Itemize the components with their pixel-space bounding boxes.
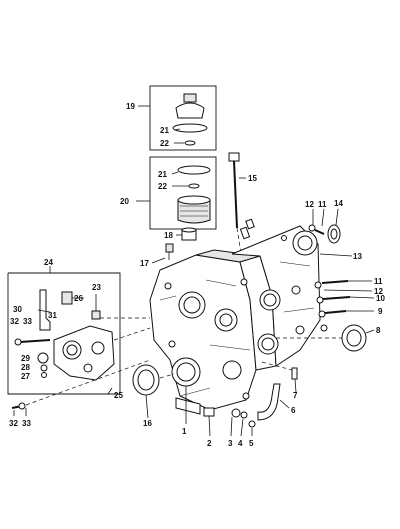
clamp-5 (248, 420, 256, 428)
washer-28 (40, 364, 48, 372)
callout-7: 7 (293, 391, 298, 400)
callout-8: 8 (376, 326, 381, 335)
breather-17 (165, 243, 174, 253)
dowel-pins (239, 218, 255, 240)
callout-9: 9 (378, 307, 383, 316)
callout-1: 1 (182, 427, 187, 436)
callout-24: 24 (44, 258, 53, 267)
callout-33a: 33 (23, 317, 32, 326)
dipstick (228, 152, 246, 261)
callout-20: 20 (120, 197, 129, 206)
sensor-26 (61, 291, 73, 305)
callout-27: 27 (21, 372, 30, 381)
right-fasteners (276, 208, 375, 352)
washer-27 (41, 372, 47, 378)
callout-2: 2 (207, 439, 212, 448)
plug-and-breather (151, 227, 197, 264)
callout-29: 29 (21, 354, 30, 363)
group-box-24 (7, 272, 121, 395)
rear-housing (231, 225, 353, 367)
lower-bolt (11, 359, 151, 416)
callout-25: 25 (114, 391, 123, 400)
filter-small-seal (188, 183, 200, 189)
callout-13: 13 (353, 252, 362, 261)
callout-15: 15 (248, 174, 257, 183)
callout-21b: 21 (158, 170, 167, 179)
callout-22a: 22 (160, 139, 169, 148)
callout-5: 5 (249, 439, 254, 448)
washer-4 (240, 411, 248, 419)
cap-small-seal (184, 140, 196, 146)
callout-23: 23 (92, 283, 101, 292)
plug-2 (203, 407, 215, 417)
callout-10: 10 (376, 294, 385, 303)
nut-29 (37, 352, 49, 364)
callout-28: 28 (21, 363, 30, 372)
callout-16: 16 (143, 419, 152, 428)
callout-26: 26 (74, 294, 83, 303)
dipstick-cap (228, 152, 240, 162)
callout-30: 30 (13, 305, 22, 314)
callout-21a: 21 (160, 126, 169, 135)
pump-group (7, 266, 151, 395)
callout-18: 18 (164, 231, 173, 240)
washer-12 (308, 224, 316, 232)
callout-17: 17 (140, 259, 149, 268)
washer-12b (314, 281, 322, 289)
callout-22b: 22 (158, 182, 167, 191)
bottom-parts (132, 361, 298, 437)
callout-32a: 32 (10, 317, 19, 326)
main-housing (149, 249, 277, 415)
callout-19: 19 (126, 102, 135, 111)
bracket-31 (39, 289, 51, 331)
callout-11b: 11 (374, 277, 383, 286)
filler-cap (175, 102, 205, 119)
callout-4: 4 (238, 439, 243, 448)
callout-6: 6 (291, 406, 296, 415)
cap-o-ring (172, 123, 208, 133)
filter-group (136, 156, 217, 230)
group-box-19 (149, 85, 217, 151)
filler-cap-handle (183, 93, 197, 103)
pin-7 (291, 367, 298, 380)
callout-12a: 12 (305, 200, 314, 209)
callout-31: 31 (48, 311, 57, 320)
filler-cap-group (138, 85, 217, 151)
callout-12b: 12 (374, 287, 383, 296)
bolt-3 (231, 408, 241, 418)
callout-33b: 33 (22, 419, 31, 428)
callout-14: 14 (334, 199, 343, 208)
pump-body (53, 325, 115, 381)
callout-labels: 19 21 22 21 22 20 15 18 17 12 11 14 13 1… (9, 102, 385, 448)
hose-6 (257, 383, 281, 421)
callout-11a: 11 (318, 200, 327, 209)
housing-front-body (149, 254, 257, 411)
callout-32b: 32 (9, 419, 18, 428)
fitting-23 (91, 294, 101, 320)
callout-3: 3 (228, 439, 233, 448)
filter-o-ring (177, 165, 211, 175)
